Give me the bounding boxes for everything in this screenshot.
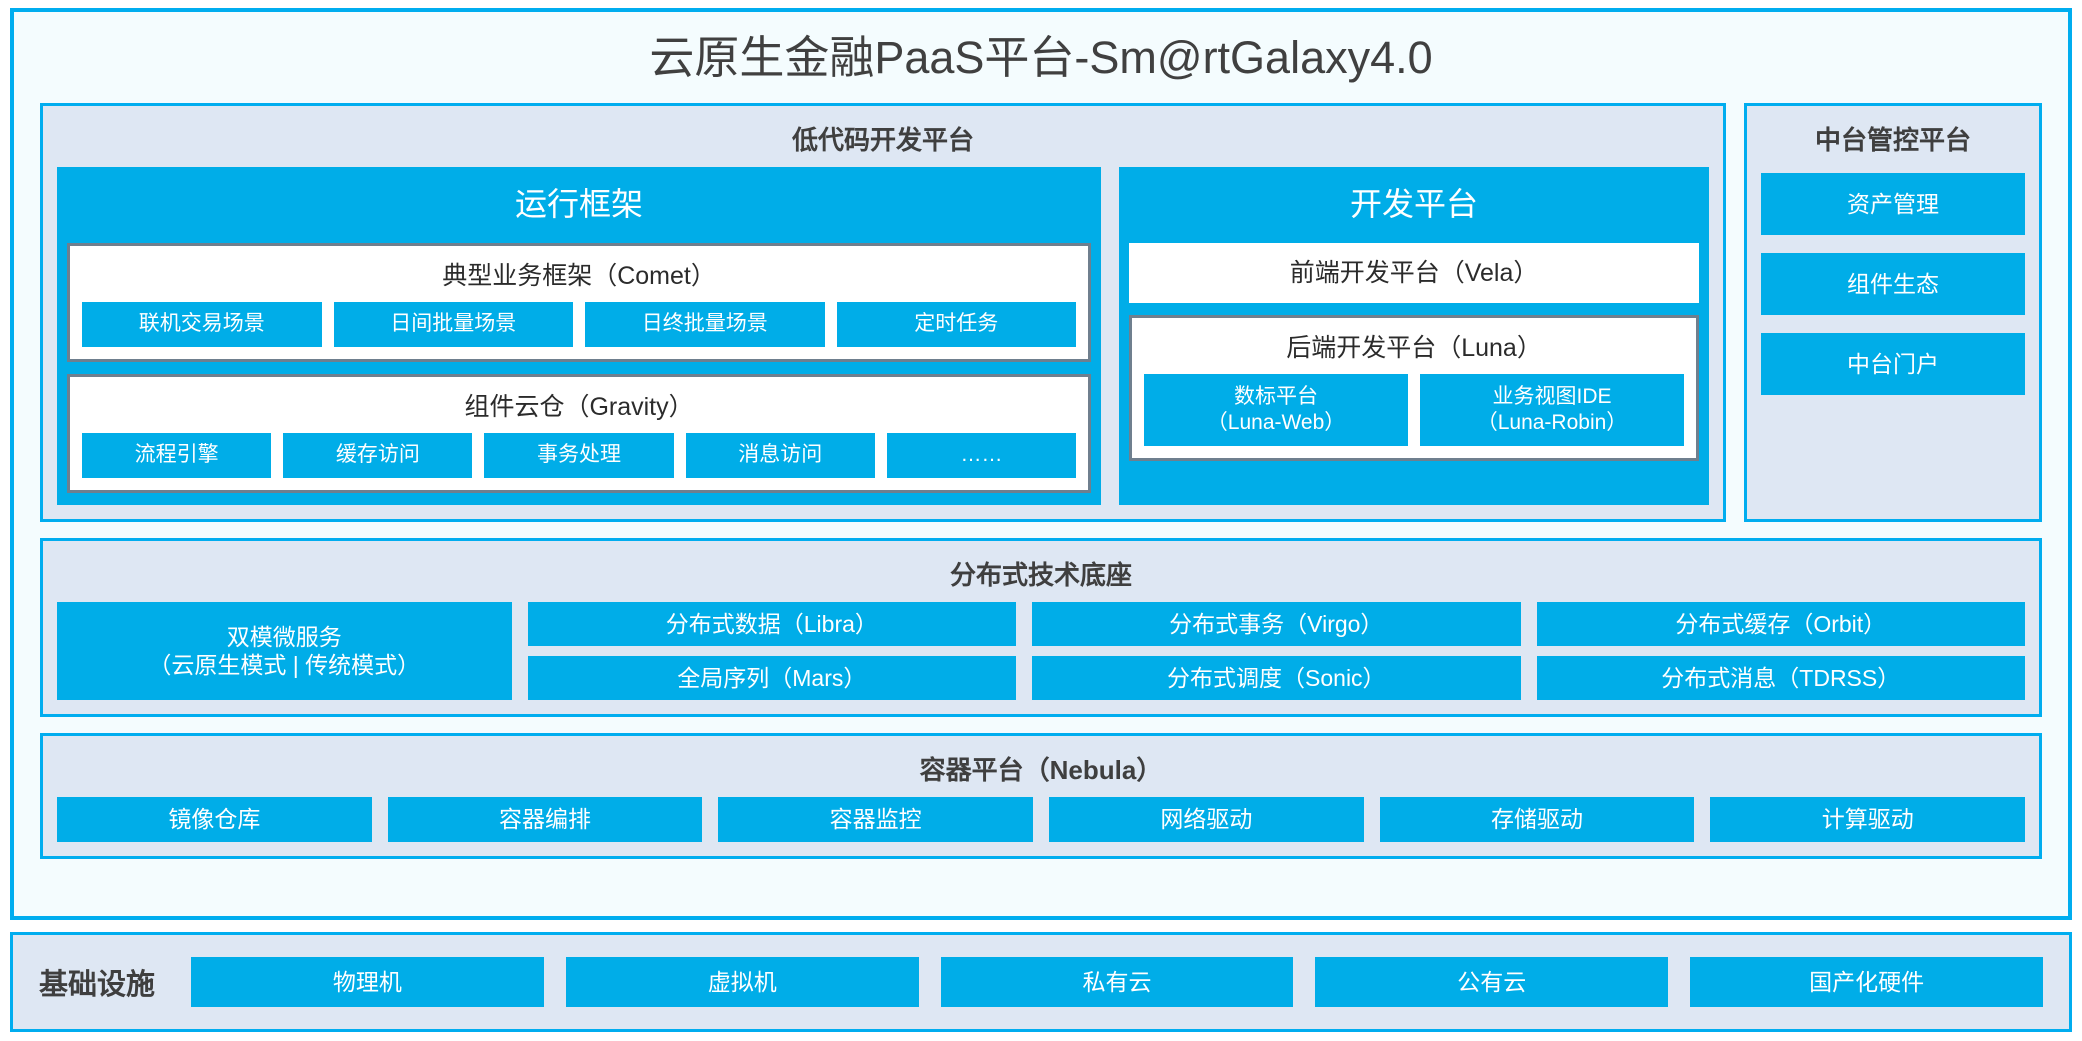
comet-title: 典型业务框架（Comet） [442, 261, 716, 290]
gravity-item[interactable]: 流程引擎 [82, 432, 272, 478]
luna-web-line2: （Luna-Web） [1206, 410, 1346, 434]
comet-item[interactable]: 定时任务 [836, 301, 1077, 347]
dual-mode-microservice-tile[interactable]: 双模微服务 （云原生模式 | 传统模式） [57, 601, 512, 700]
comet-box: 典型业务框架（Comet） 联机交易场景 日间批量场景 日终批量场景 定时任务 [67, 242, 1092, 362]
distributed-item-tdrss[interactable]: 分布式消息（TDRSS） [1536, 655, 2025, 700]
gravity-item-ellipsis[interactable]: …… [886, 432, 1077, 478]
infrastructure-label: 基础设施 [39, 969, 156, 1001]
gravity-box: 组件云仓（Gravity） 流程引擎 缓存访问 事务处理 消息访问 …… [67, 373, 1092, 493]
distributed-item-virgo[interactable]: 分布式事务（Virgo） [1032, 601, 1521, 646]
page-title: 云原生金融PaaS平台-Sm@rtGalaxy4.0 [649, 32, 1433, 83]
comet-item[interactable]: 日间批量场景 [333, 301, 574, 347]
gravity-item[interactable]: 消息访问 [685, 432, 875, 478]
luna-robin-line1: 业务视图IDE [1492, 385, 1612, 409]
infrastructure-item-virtual[interactable]: 虚拟机 [565, 957, 919, 1007]
infrastructure-item-physical[interactable]: 物理机 [191, 957, 544, 1007]
microservice-line2: （云原生模式 | 传统模式） [148, 651, 421, 678]
distributed-base-panel: 分布式技术底座 双模微服务 （云原生模式 | 传统模式） 分布式数据（Libra… [40, 537, 2042, 717]
distributed-item-orbit[interactable]: 分布式缓存（Orbit） [1536, 601, 2025, 646]
control-platform-item-component[interactable]: 组件生态 [1761, 252, 2025, 315]
lowcode-platform-title: 低代码开发平台 [791, 124, 974, 155]
container-platform-panel: 容器平台（Nebula） 镜像仓库 容器编排 容器监控 网络驱动 存储驱动 计算… [40, 732, 2042, 859]
vela-box[interactable]: 前端开发平台（Vela） [1129, 242, 1699, 303]
infrastructure-item-private-cloud[interactable]: 私有云 [940, 957, 1294, 1007]
development-platform-title: 开发平台 [1350, 185, 1479, 222]
distributed-column-1: 分布式数据（Libra） 全局序列（Mars） [527, 601, 1017, 700]
container-item-storage-driver[interactable]: 存储驱动 [1379, 796, 1695, 842]
gravity-item[interactable]: 事务处理 [484, 432, 674, 478]
infrastructure-item-public-cloud[interactable]: 公有云 [1315, 957, 1669, 1007]
container-item-orchestration[interactable]: 容器编排 [387, 796, 703, 842]
distributed-column-3: 分布式缓存（Orbit） 分布式消息（TDRSS） [1536, 601, 2025, 700]
control-platform-title: 中台管控平台 [1814, 124, 1971, 155]
container-item-monitoring[interactable]: 容器监控 [718, 796, 1034, 842]
development-platform-section: 开发平台 前端开发平台（Vela） 后端开发平台（Luna） 数标平台 （Lun… [1119, 166, 1709, 505]
microservice-line1: 双模微服务 [226, 623, 342, 650]
container-item-registry[interactable]: 镜像仓库 [57, 796, 372, 842]
distributed-item-libra[interactable]: 分布式数据（Libra） [527, 601, 1017, 646]
lowcode-platform-panel: 低代码开发平台 运行框架 典型业务框架（Comet） 联机交易场景 日间批量场景… [40, 102, 1726, 522]
vela-title: 前端开发平台（Vela） [1289, 258, 1539, 287]
luna-item-web[interactable]: 数标平台 （Luna-Web） [1144, 373, 1409, 446]
distributed-item-sonic[interactable]: 分布式调度（Sonic） [1032, 655, 1521, 700]
control-platform-panel: 中台管控平台 资产管理 组件生态 中台门户 [1744, 102, 2042, 522]
luna-web-line1: 数标平台 [1234, 385, 1319, 409]
infrastructure-panel: 基础设施 物理机 虚拟机 私有云 公有云 国产化硬件 [10, 932, 2072, 1032]
runtime-framework-title: 运行框架 [515, 185, 644, 222]
luna-robin-line2: （Luna-Robin） [1476, 410, 1628, 434]
infrastructure-item-domestic-hardware[interactable]: 国产化硬件 [1690, 957, 2043, 1007]
gravity-item[interactable]: 缓存访问 [283, 432, 473, 478]
main-frame: 云原生金融PaaS平台-Sm@rtGalaxy4.0 低代码开发平台 运行框架 … [10, 8, 2072, 920]
row-lowcode-and-control: 低代码开发平台 运行框架 典型业务框架（Comet） 联机交易场景 日间批量场景… [40, 102, 2042, 522]
luna-box: 后端开发平台（Luna） 数标平台 （Luna-Web） 业务视图IDE （Lu… [1129, 314, 1699, 461]
container-item-network-driver[interactable]: 网络驱动 [1049, 796, 1364, 842]
distributed-column-2: 分布式事务（Virgo） 分布式调度（Sonic） [1032, 601, 1521, 700]
control-platform-item-asset[interactable]: 资产管理 [1761, 172, 2025, 235]
comet-item[interactable]: 联机交易场景 [82, 301, 322, 347]
dual-mode-microservice-wrap: 双模微服务 （云原生模式 | 传统模式） [57, 601, 512, 700]
gravity-title: 组件云仓（Gravity） [464, 392, 694, 421]
distributed-item-mars[interactable]: 全局序列（Mars） [527, 655, 1017, 700]
container-item-compute-driver[interactable]: 计算驱动 [1710, 796, 2026, 842]
luna-item-robin[interactable]: 业务视图IDE （Luna-Robin） [1420, 373, 1684, 446]
container-platform-title: 容器平台（Nebula） [919, 754, 1163, 785]
runtime-framework-section: 运行框架 典型业务框架（Comet） 联机交易场景 日间批量场景 日终批量场景 … [57, 166, 1102, 505]
luna-title: 后端开发平台（Luna） [1286, 333, 1542, 362]
control-platform-item-portal[interactable]: 中台门户 [1761, 332, 2025, 395]
comet-item[interactable]: 日终批量场景 [585, 301, 825, 347]
distributed-base-title: 分布式技术底座 [949, 559, 1132, 590]
